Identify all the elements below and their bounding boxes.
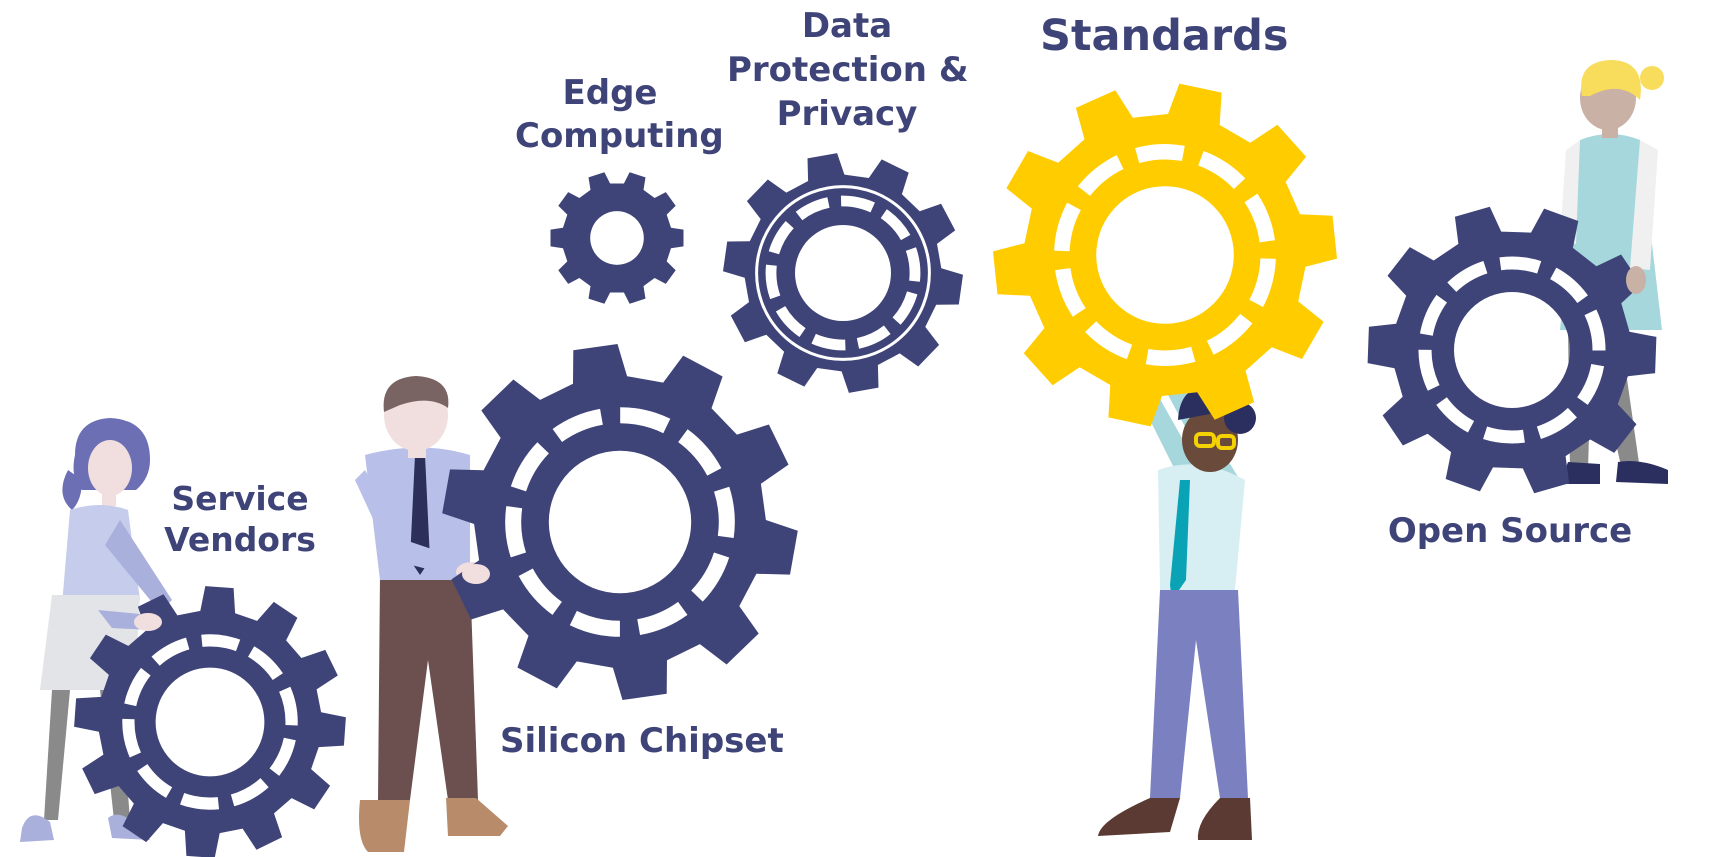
gear-silicon-chipset-icon xyxy=(442,344,798,700)
label-open-source: Open Source xyxy=(1380,510,1640,553)
gear-standards-icon xyxy=(993,83,1337,427)
label-data-protection-line2: Protection & xyxy=(727,50,969,91)
label-silicon-chipset-text: Silicon Chipset xyxy=(500,721,784,761)
label-data-protection: Data Protection & Privacy xyxy=(727,4,969,137)
gear-open-source-icon xyxy=(1367,206,1657,494)
label-data-protection-line1: Data xyxy=(801,6,893,46)
gear-edge-computing-icon xyxy=(550,172,684,304)
label-edge-computing-line1: Edge xyxy=(562,73,658,113)
label-standards-text: Standards xyxy=(1040,11,1289,61)
label-data-protection-line3: Privacy xyxy=(776,94,918,135)
label-service-vendors-line1: Service xyxy=(171,479,309,518)
label-edge-computing: Edge Computing xyxy=(515,72,724,157)
label-standards: Standards xyxy=(1040,10,1289,64)
gears-layer xyxy=(74,83,1657,857)
label-open-source-text: Open Source xyxy=(1387,511,1633,551)
hands-foreground xyxy=(98,266,1646,631)
gear-data-protection-icon xyxy=(723,153,963,393)
gear-service-vendors-icon xyxy=(74,586,346,857)
person-man-center xyxy=(355,376,508,852)
label-silicon-chipset: Silicon Chipset xyxy=(500,720,784,763)
label-edge-computing-line2: Computing xyxy=(515,115,724,156)
label-service-vendors: Service Vendors xyxy=(160,478,320,561)
label-service-vendors-line2: Vendors xyxy=(164,520,316,560)
